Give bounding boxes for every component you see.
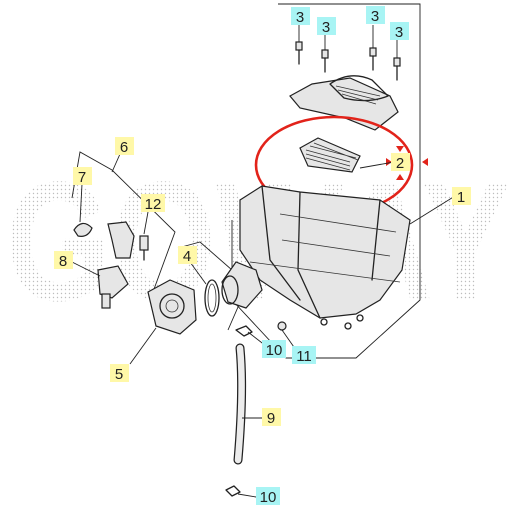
callout-10-upper: 10 [262,340,286,359]
fitting-part-12 [139,235,149,261]
svg-text:3: 3 [371,8,379,25]
callout-labels: 3 3 3 3 2 1 6 7 [54,6,471,506]
bolt-part-3c [369,47,377,71]
svg-text:8: 8 [59,253,67,270]
callout-9: 9 [262,408,281,427]
svg-text:12: 12 [145,196,162,213]
svg-text:3: 3 [395,24,403,41]
svg-text:4: 4 [183,248,191,265]
callout-5: 5 [110,364,129,383]
throttle-body-part-5 [147,279,197,335]
drain-hose-part-9 [233,343,247,465]
bolt-part-3d [393,57,401,81]
clamp-ring-part-4 [204,279,220,317]
callout-7: 7 [73,167,92,186]
grommet-part-11 [277,321,287,331]
svg-text:10: 10 [260,489,277,506]
callout-11: 11 [292,346,316,365]
bolt-part-3a [295,41,303,65]
svg-text:7: 7 [78,169,86,186]
callout-2: 2 [391,153,410,172]
assembly-outline [231,3,421,359]
callout-3b: 3 [317,17,336,36]
bracket-part-6 [107,221,135,259]
callout-8: 8 [54,251,73,270]
svg-text:10: 10 [266,342,283,359]
callout-1: 1 [452,187,471,206]
seal-part-7 [73,222,93,237]
bolt-group [295,25,401,81]
clip-part-10-upper [235,325,253,337]
svg-text:5: 5 [115,366,123,383]
highlight-markers [386,146,428,180]
svg-text:2: 2 [396,155,404,172]
callout-4: 4 [178,246,197,265]
callout-3d: 3 [390,22,409,41]
airbox-cover [289,75,399,131]
callout-3a: 3 [291,7,310,26]
svg-text:6: 6 [120,139,128,156]
svg-text:3: 3 [296,9,304,26]
callout-6: 6 [115,137,134,156]
svg-text:1: 1 [457,189,465,206]
svg-text:9: 9 [267,410,275,427]
svg-text:3: 3 [322,19,330,36]
airbox-housing [239,185,411,330]
bolt-part-3b [321,49,329,73]
callout-3c: 3 [366,6,385,25]
intake-boot [221,261,263,309]
subassembly-outline-mid [177,241,249,331]
air-filter-element [299,137,361,173]
clip-part-10-lower [225,485,241,497]
sensor-part-8 [97,265,129,309]
callout-12: 12 [141,194,165,213]
callout-10-lower: 10 [256,487,280,506]
svg-text:11: 11 [296,348,312,365]
